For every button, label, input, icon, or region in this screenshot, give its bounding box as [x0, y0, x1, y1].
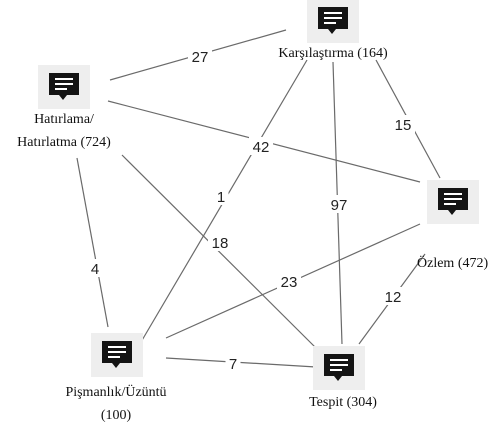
message-icon — [427, 180, 479, 224]
node-tespit: Tespit (304) — [309, 346, 377, 410]
edge-labels-layer: 27 15 1 97 42 4 18 23 12 7 — [87, 47, 415, 373]
node-hatirlama: Hatırlama/Hatırlatma (724) — [17, 65, 111, 150]
edge-weight-label: 18 — [212, 235, 229, 252]
edge-weight-label: 42 — [253, 139, 270, 156]
edge-pismanlik-tespit — [165, 357, 317, 368]
node-label: (100) — [101, 408, 132, 423]
edge-weight-ozlem-pismanlik: 23 — [277, 272, 301, 291]
edge-weight-label: 1 — [217, 189, 225, 206]
edge-weight-label: 23 — [281, 274, 298, 291]
edge-hatirlama-tespit — [121, 154, 319, 351]
edge-weight-label: 27 — [192, 49, 209, 66]
message-icon — [91, 333, 143, 377]
node-label: Özlem (472) — [417, 254, 488, 271]
node-ozlem: Özlem (472) — [417, 180, 488, 271]
node-label: Karşılaştırma (164) — [278, 46, 388, 61]
edge-weight-karsilastirma-ozlem: 15 — [391, 115, 415, 134]
edges-layer — [76, 29, 441, 368]
edge-weight-label: 7 — [229, 356, 237, 373]
edge-weight-label: 15 — [395, 117, 412, 134]
node-label: Tespit (304) — [309, 395, 377, 410]
node-label: Hatırlama/ — [34, 112, 94, 127]
edge-weight-pismanlik-tespit: 7 — [225, 354, 241, 373]
node-label: Hatırlatma (724) — [17, 135, 111, 150]
edge-hatirlama-pismanlik — [76, 157, 109, 328]
edge-weight-label: 12 — [385, 289, 402, 306]
node-pismanlik: Pişmanlık/Üzüntü (100) — [65, 333, 167, 423]
edge-weight-hatirlama-ozlem: 42 — [249, 137, 273, 156]
message-icon — [307, 0, 359, 43]
nodes-layer: Karşılaştırma (164) Hatırlama/Hatırlatma … — [17, 0, 488, 423]
edge-weight-karsilastirma-tespit: 97 — [327, 195, 351, 214]
message-icon — [313, 346, 365, 390]
edge-weight-ozlem-tespit: 12 — [381, 287, 405, 306]
edge-weight-hatirlama-pismanlik: 4 — [87, 259, 103, 278]
message-icon — [38, 65, 90, 109]
edge-weight-hatirlama-tespit: 18 — [208, 233, 232, 252]
edge-weight-karsilastirma-hatirlama: 27 — [188, 47, 212, 66]
edge-weight-label: 4 — [91, 261, 99, 278]
node-label: Pişmanlık/Üzüntü — [65, 383, 166, 400]
edge-weight-label: 97 — [331, 197, 348, 214]
edge-weight-karsilastirma-pismanlik: 1 — [213, 187, 229, 206]
node-karsilastirma: Karşılaştırma (164) — [278, 0, 388, 61]
